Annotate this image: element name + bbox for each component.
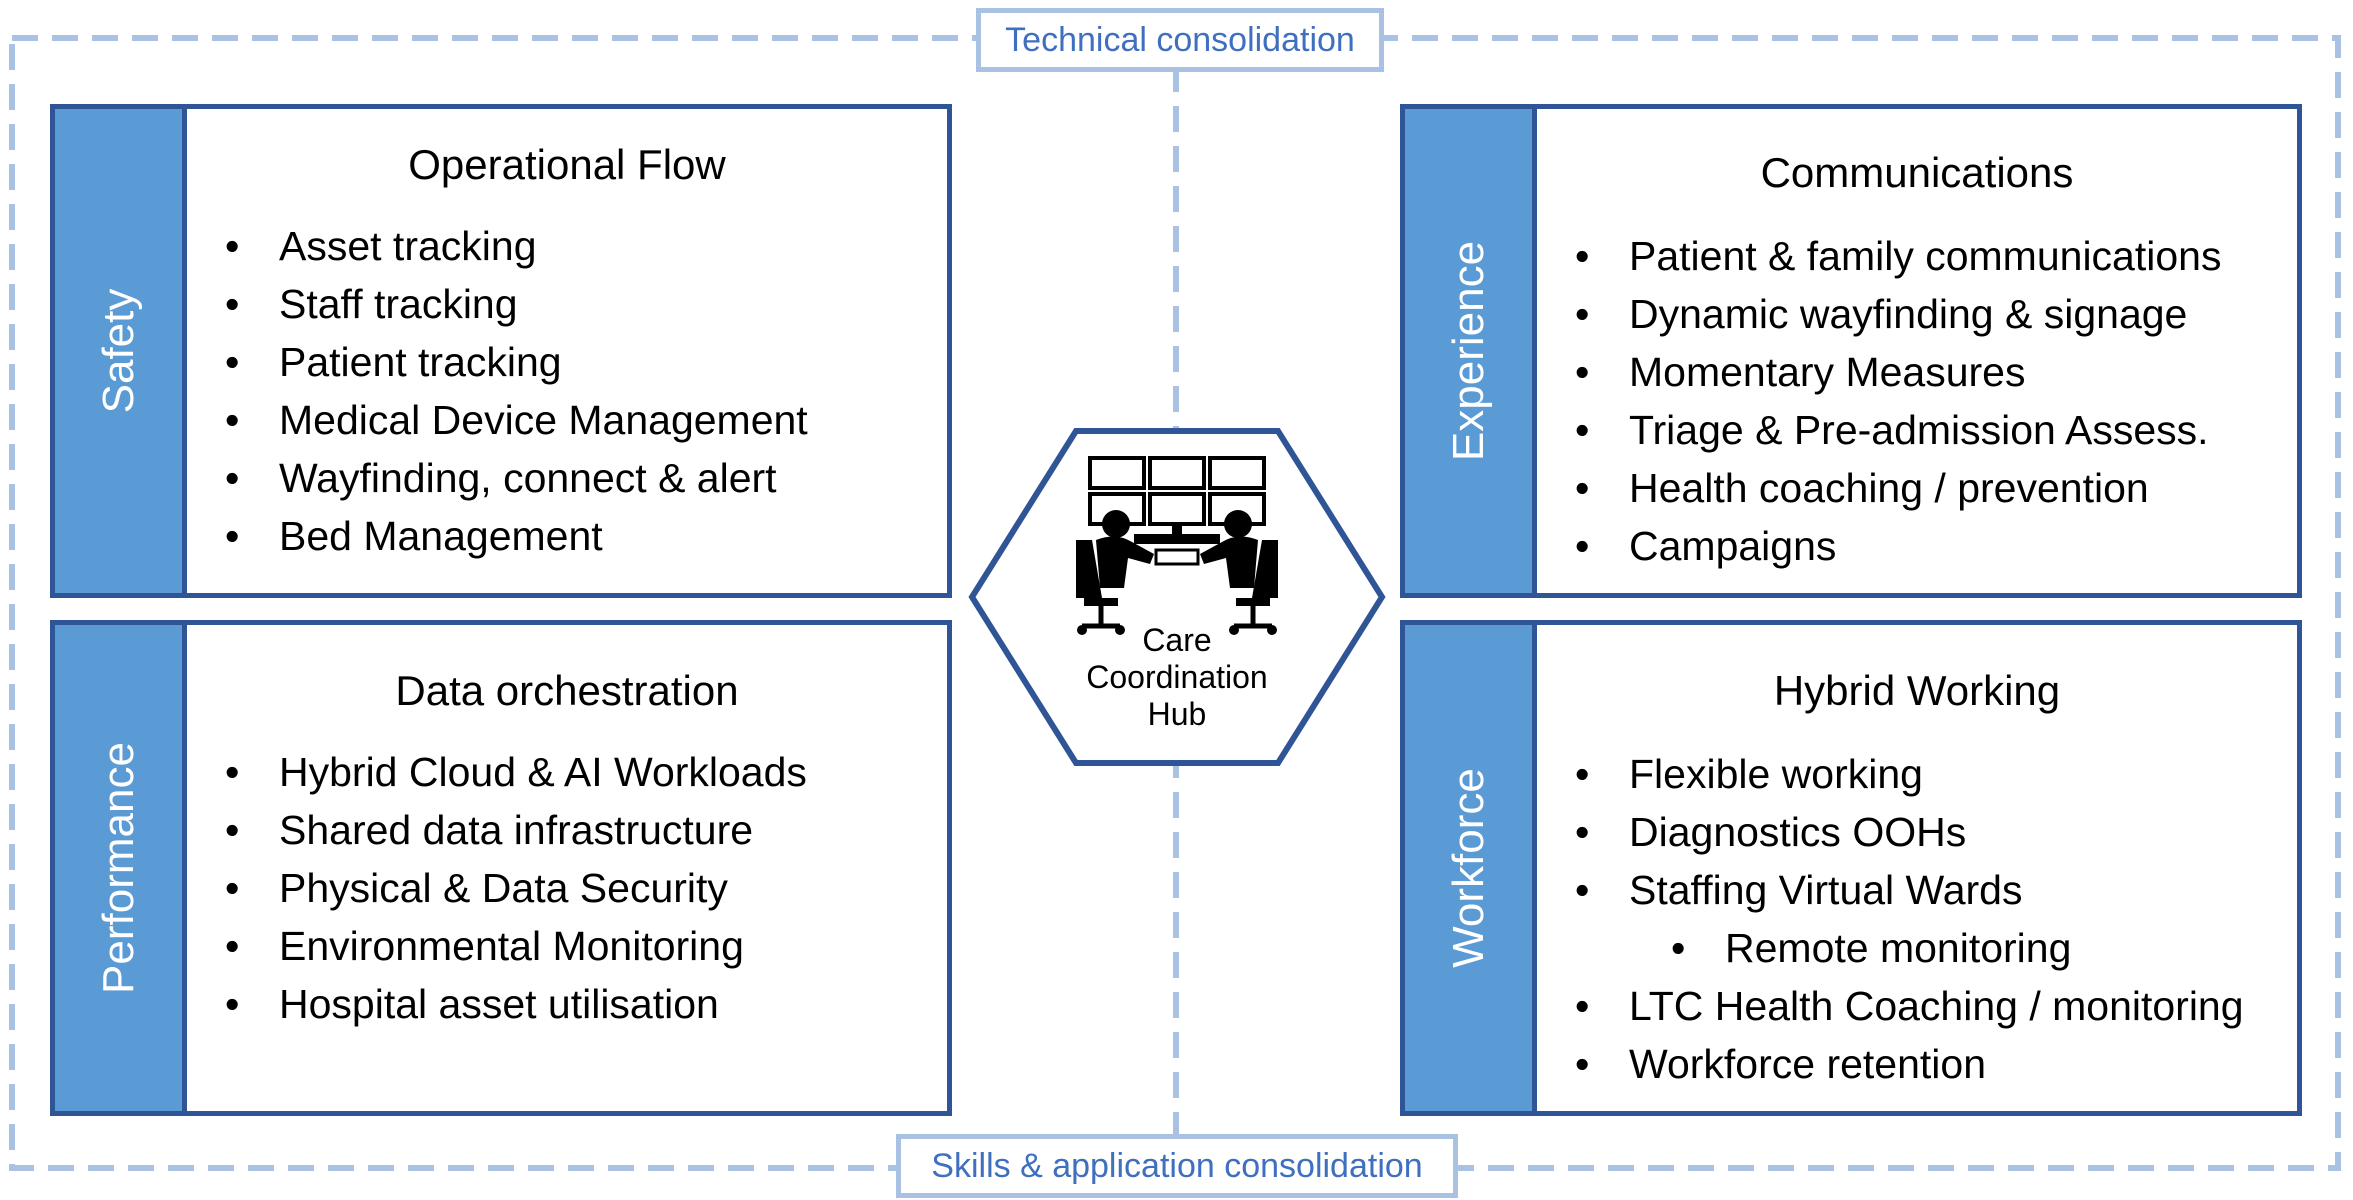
quadrant-title-communications: Communications [1760,149,2074,196]
list-item: Momentary Measures [1555,343,2221,401]
skills-consolidation-label: Skills & application consolidation [896,1134,1458,1198]
hybrid-working-list: Flexible working Diagnostics OOHs Staffi… [1555,745,2244,1093]
list-item: Asset tracking [205,217,808,275]
list-sub-item: Remote monitoring [1555,919,2244,977]
technical-consolidation-label: Technical consolidation [976,8,1384,72]
quadrant-performance: Performance Data orchestration Hybrid Cl… [50,620,952,1116]
list-item: Hybrid Cloud & AI Workloads [205,743,807,801]
hub-label-line-2: Coordination [1086,659,1268,695]
list-item: Patient & family communications [1555,227,2221,285]
list-item: Medical Device Management [205,391,808,449]
list-item: Dynamic wayfinding & signage [1555,285,2221,343]
side-bar-workforce: Workforce [1405,625,1537,1111]
list-item: Campaigns [1555,517,2221,575]
list-item: Shared data infrastructure [205,801,807,859]
list-item: Hospital asset utilisation [205,975,807,1033]
side-label-workforce: Workforce [1443,768,1493,968]
list-item: Health coaching / prevention [1555,459,2221,517]
list-item: Environmental Monitoring [205,917,807,975]
list-item: Staff tracking [205,275,808,333]
quadrant-workforce: Workforce Hybrid Working Flexible workin… [1400,620,2302,1116]
list-item: Staffing Virtual Wards [1555,861,2244,919]
quadrant-title-data-orchestration: Data orchestration [395,667,739,714]
control-room-operators-icon [1076,456,1278,635]
hub-label: Care Coordination Hub [968,622,1386,733]
quadrant-safety: Safety Operational Flow Asset tracking S… [50,104,952,598]
list-item: Workforce retention [1555,1035,2244,1093]
list-item: Flexible working [1555,745,2244,803]
list-item: Physical & Data Security [205,859,807,917]
care-coordination-hub [968,428,1386,766]
side-label-safety: Safety [93,288,143,414]
list-item: Bed Management [205,507,808,565]
hub-label-line-1: Care [1142,622,1212,658]
list-item: LTC Health Coaching / monitoring [1555,977,2244,1035]
quadrant-experience: Experience Communications Patient & fami… [1400,104,2302,598]
list-item: Patient tracking [205,333,808,391]
operational-flow-list: Asset tracking Staff tracking Patient tr… [205,217,808,565]
side-label-experience: Experience [1443,240,1493,462]
communications-list: Patient & family communications Dynamic … [1555,227,2221,575]
side-label-performance: Performance [93,742,143,994]
side-bar-experience: Experience [1405,109,1537,593]
hub-label-line-3: Hub [1147,696,1207,732]
list-item: Wayfinding, connect & alert [205,449,808,507]
list-item: Diagnostics OOHs [1555,803,2244,861]
side-bar-performance: Performance [55,625,187,1111]
list-item: Triage & Pre-admission Assess. [1555,401,2221,459]
quadrant-title-hybrid-working: Hybrid Working [1773,667,2061,714]
quadrant-title-operational-flow: Operational Flow [408,141,726,188]
side-bar-safety: Safety [55,109,187,593]
data-orchestration-list: Hybrid Cloud & AI Workloads Shared data … [205,743,807,1033]
